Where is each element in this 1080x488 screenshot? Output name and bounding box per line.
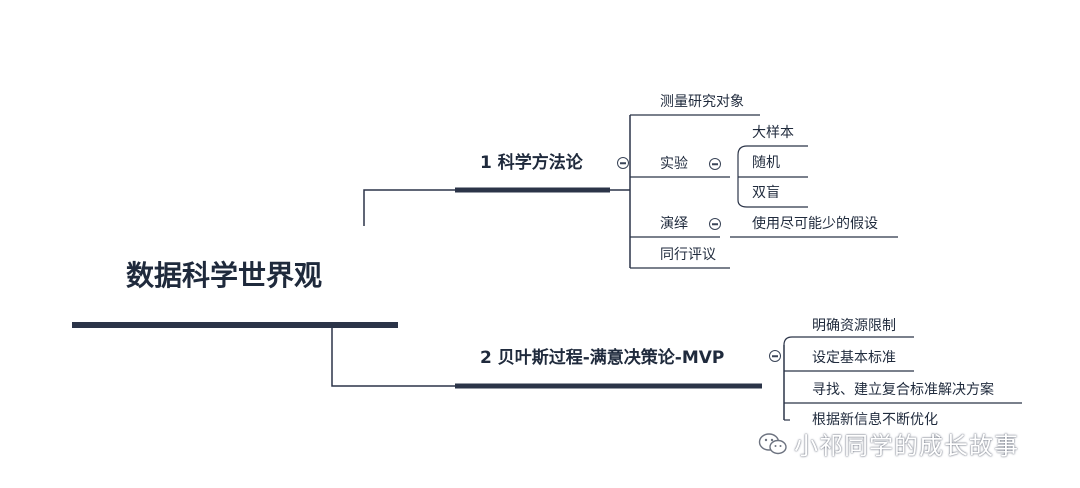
leaf-topic[interactable]: 根据新信息不断优化: [812, 412, 938, 428]
sub-line-1: [737, 145, 808, 156]
leaf-topic[interactable]: 同行评议: [660, 247, 716, 263]
leaf-topic[interactable]: 随机: [752, 155, 780, 171]
leaf2-line-1: [783, 336, 914, 346]
wechat-icon: [758, 432, 787, 454]
root-topic[interactable]: 数据科学世界观: [126, 259, 323, 292]
watermark: 小祁同学的成长故事: [758, 426, 1019, 461]
leaf-topic[interactable]: 实验: [660, 156, 688, 172]
leaf-topic[interactable]: 大样本: [752, 125, 794, 141]
leaf-topic[interactable]: 明确资源限制: [812, 318, 896, 334]
collapse-icon[interactable]: [709, 158, 721, 170]
branch1-connector: [363, 189, 455, 226]
leaf-topic[interactable]: 演绎: [660, 216, 688, 232]
branch-topic-1[interactable]: 1 科学方法论: [480, 153, 583, 173]
leaf-topic[interactable]: 寻找、建立复合标准解决方案: [812, 382, 994, 398]
branch2-connector: [331, 325, 455, 387]
sub-line-3: [737, 199, 808, 208]
leaf-topic[interactable]: 使用尽可能少的假设: [752, 216, 878, 232]
leaf-topic[interactable]: 测量研究对象: [660, 94, 744, 110]
collapse-icon[interactable]: [709, 218, 721, 230]
watermark-text: 小祁同学的成长故事: [794, 432, 1019, 460]
collapse-icon[interactable]: [617, 157, 629, 169]
leaf-topic[interactable]: 设定基本标准: [812, 350, 896, 366]
collapse-icon[interactable]: [769, 350, 781, 362]
leaf-topic[interactable]: 双盲: [752, 185, 780, 201]
branch-topic-2[interactable]: 2 贝叶斯过程-满意决策论-MVP: [480, 348, 725, 368]
